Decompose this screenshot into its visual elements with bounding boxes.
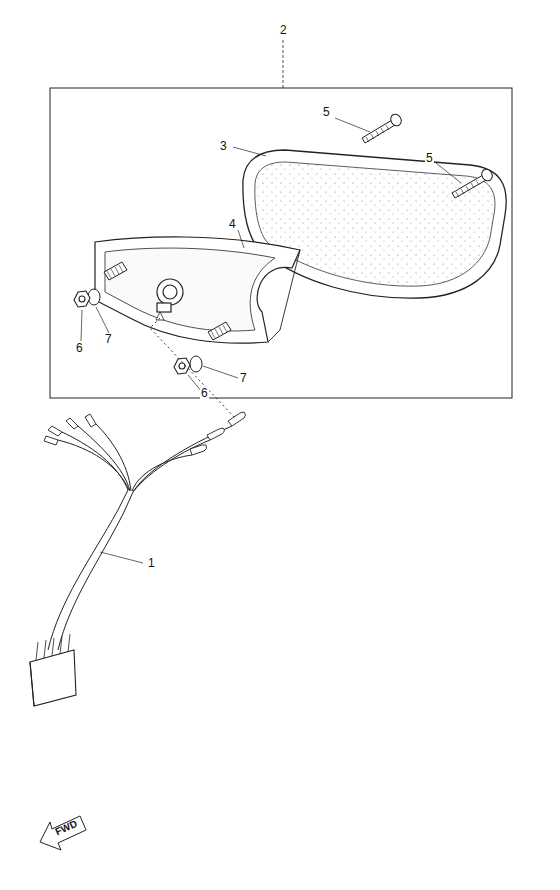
stud <box>104 262 231 340</box>
lens <box>243 150 506 298</box>
wire-terminal <box>44 412 246 455</box>
harness-connector <box>30 634 76 706</box>
callout-number: 5 <box>322 106 331 118</box>
nut <box>74 291 190 374</box>
lamp-housing <box>95 237 300 343</box>
callout-number: 3 <box>219 140 228 152</box>
callout-number: 6 <box>200 387 209 399</box>
callout-number: 7 <box>239 372 248 384</box>
leader-line <box>283 40 284 88</box>
callout-number: 4 <box>228 218 237 230</box>
leader-line <box>81 118 461 563</box>
callout-number: 2 <box>279 24 288 36</box>
wire-harness <box>48 424 232 650</box>
callout-number: 6 <box>75 342 84 354</box>
callout-number: 1 <box>147 557 156 569</box>
dotted-link <box>150 318 235 418</box>
forward-arrow <box>40 816 86 850</box>
callout-number: 5 <box>425 152 434 164</box>
callout-number: 7 <box>104 333 113 345</box>
assembly-frame <box>50 88 512 398</box>
screw <box>362 112 494 198</box>
